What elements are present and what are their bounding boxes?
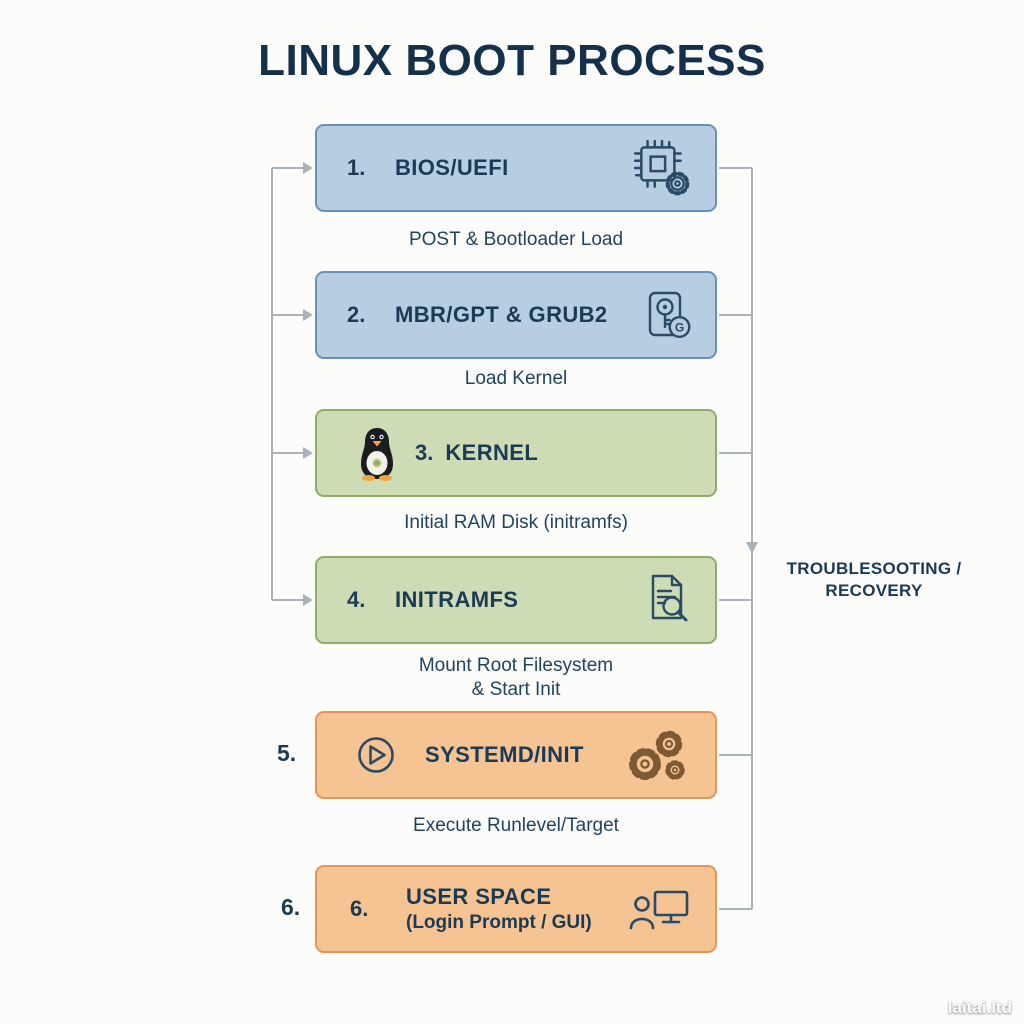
step-6-sublabel: (Login Prompt / GUI) — [406, 912, 592, 933]
step-5-label: SYSTEMD/INIT — [425, 742, 584, 767]
user-monitor-icon — [627, 884, 693, 934]
play-circle-icon — [353, 732, 399, 778]
step-6-number: 6. — [350, 896, 369, 921]
tux-penguin-icon — [355, 425, 399, 481]
step-6-box-user-space: 6. USER SPACE (Login Prompt / GUI) — [315, 865, 717, 953]
step-1-number: 1. — [347, 155, 366, 180]
step-6-outside-number: 6. — [281, 894, 301, 920]
step-3-number: 3. — [415, 440, 434, 465]
step-1-label: BIOS/UEFI — [395, 155, 509, 180]
step-3-caption: Initial RAM Disk (initramfs) — [404, 512, 628, 533]
gears-icon — [617, 722, 693, 788]
grub-badge-letter: G — [675, 321, 684, 335]
watermark: laitai.ltd — [947, 998, 1012, 1017]
step-3-box-kernel: 3. KERNEL — [315, 409, 717, 497]
step-5-box-systemd: SYSTEMD/INIT — [315, 711, 717, 799]
step-4-box-initramfs: 4. INITRAMFS — [315, 556, 717, 644]
page-title: LINUX BOOT PROCESS — [258, 36, 766, 85]
disk-grub-icon: G — [641, 288, 693, 342]
cpu-chip-icon — [631, 139, 693, 197]
step-1-box-bios-uefi: 1. BIOS/UEFI — [315, 124, 717, 212]
step-2-label: MBR/GPT & GRUB2 — [395, 302, 608, 327]
step-6-label: USER SPACE — [406, 884, 552, 909]
file-search-icon — [641, 572, 693, 628]
step-2-number: 2. — [347, 302, 366, 327]
step-5-caption: Execute Runlevel/Target — [413, 815, 619, 836]
step-1-caption: POST & Bootloader Load — [408, 229, 624, 250]
step-4-caption: Mount Root Filesystem & Start Init — [418, 655, 614, 700]
step-4-label: INITRAMFS — [395, 587, 519, 612]
step-5-outside-number: 5. — [277, 740, 297, 766]
step-3-label: KERNEL — [445, 440, 539, 465]
step-4-number: 4. — [347, 587, 366, 612]
troubleshooting-line1: TROUBLESOOTING / — [786, 559, 962, 578]
troubleshooting-recovery-label: TROUBLESOOTING / RECOVERY — [766, 558, 982, 602]
step-2-caption: Load Kernel — [464, 368, 568, 389]
step-2-box-mbr-grub: 2. MBR/GPT & GRUB2 G — [315, 271, 717, 359]
troubleshooting-line2: RECOVERY — [825, 581, 923, 600]
